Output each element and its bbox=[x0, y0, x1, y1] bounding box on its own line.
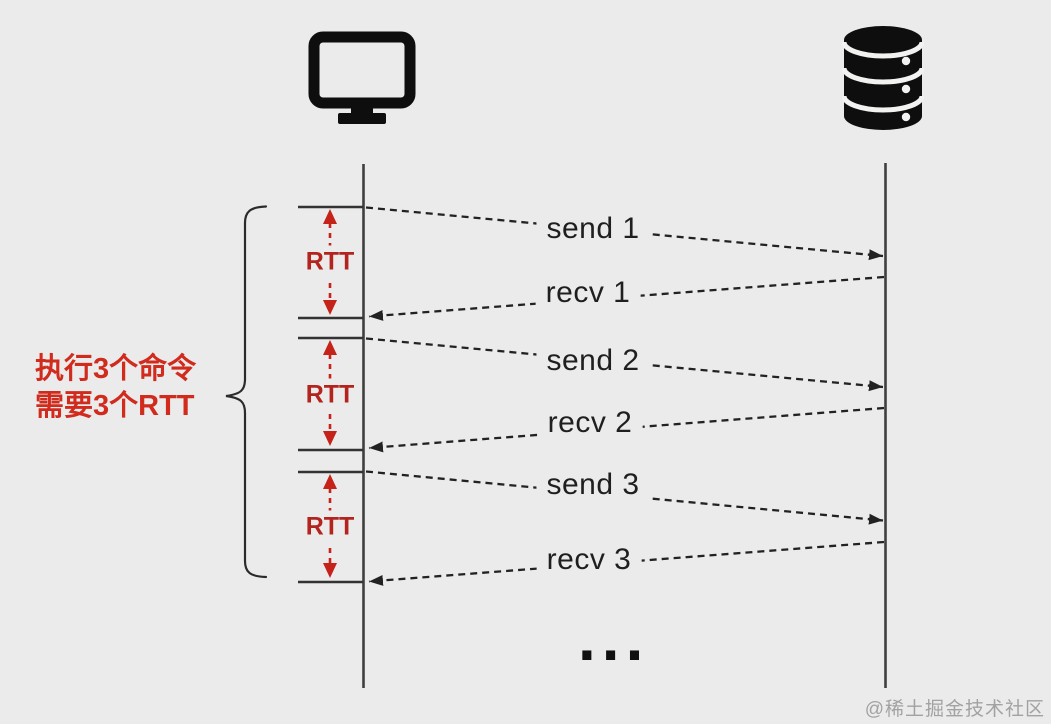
rtt-label-3: RTT bbox=[300, 510, 360, 544]
rtt-label-2: RTT bbox=[300, 378, 360, 412]
send-3-arrow bbox=[365, 470, 884, 525]
message-label-recv-3: recv 3 bbox=[536, 542, 642, 578]
brace bbox=[225, 205, 268, 579]
message-label-recv-2: recv 2 bbox=[537, 405, 643, 441]
send-1-arrow bbox=[365, 206, 884, 261]
message-label-send-3: send 3 bbox=[536, 467, 650, 503]
rtt-arrows bbox=[323, 209, 337, 578]
rtt-summary-annotation: 执行3个命令 需要3个RTT bbox=[35, 351, 196, 425]
database-icon bbox=[842, 26, 924, 130]
message-label-recv-1: recv 1 bbox=[535, 275, 641, 311]
send-2-arrow bbox=[365, 337, 884, 392]
message-label-send-1: send 1 bbox=[536, 211, 650, 247]
continuation-ellipsis: ... bbox=[578, 602, 650, 674]
watermark: @稀土掘金技术社区 bbox=[864, 699, 1045, 720]
timeline-ticks bbox=[298, 205, 363, 584]
message-arrows bbox=[365, 206, 885, 586]
monitor-icon bbox=[308, 31, 416, 124]
annotation-line-2: 需要3个RTT bbox=[35, 390, 195, 422]
message-label-send-2: send 2 bbox=[536, 343, 650, 379]
rtt-label-1: RTT bbox=[300, 245, 360, 279]
rtt-arrowheads bbox=[323, 209, 337, 578]
annotation-line-1: 执行3个命令 bbox=[35, 353, 197, 385]
